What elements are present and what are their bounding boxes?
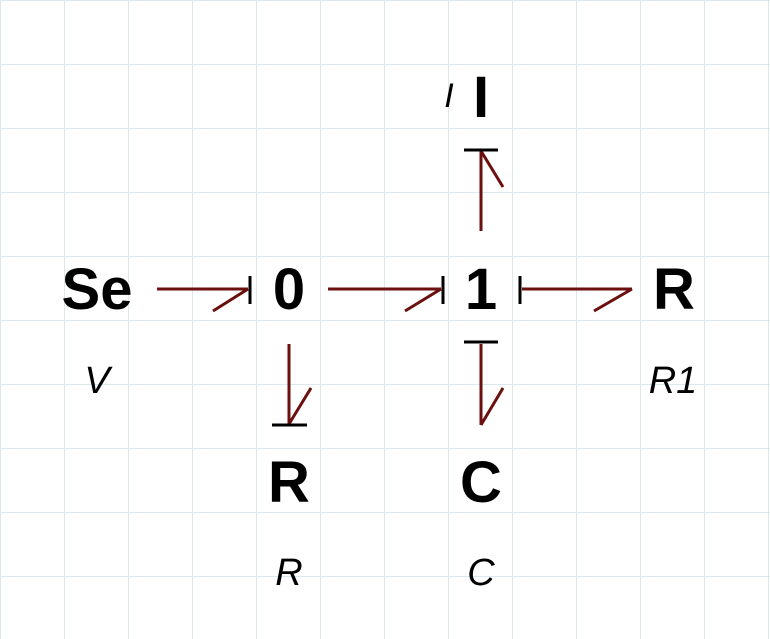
bond-1-to-capacitor <box>464 340 505 426</box>
inertia-param: I <box>444 77 454 115</box>
resistor-bottom-label: R <box>268 450 310 515</box>
resistor-right-label: R <box>653 257 695 322</box>
bond-0-to-1 <box>328 276 445 313</box>
bond-0-to-resistor-bottom <box>272 344 313 427</box>
bond-resistor-right-to-1 <box>518 276 633 313</box>
capacitor-label: C <box>460 450 502 515</box>
bond-1-to-inertia <box>464 148 505 231</box>
source-effort-label: Se <box>61 257 133 322</box>
resistor-right-param: R1 <box>648 360 698 402</box>
resistor-bottom-param: R <box>275 552 303 594</box>
inertia-label: I <box>472 65 490 130</box>
one-junction-label: 1 <box>464 257 498 322</box>
source-effort-param: V <box>84 360 110 402</box>
bond-se-to-0 <box>157 276 252 313</box>
zero-junction-label: 0 <box>272 257 306 322</box>
capacitor-param: C <box>467 552 495 594</box>
